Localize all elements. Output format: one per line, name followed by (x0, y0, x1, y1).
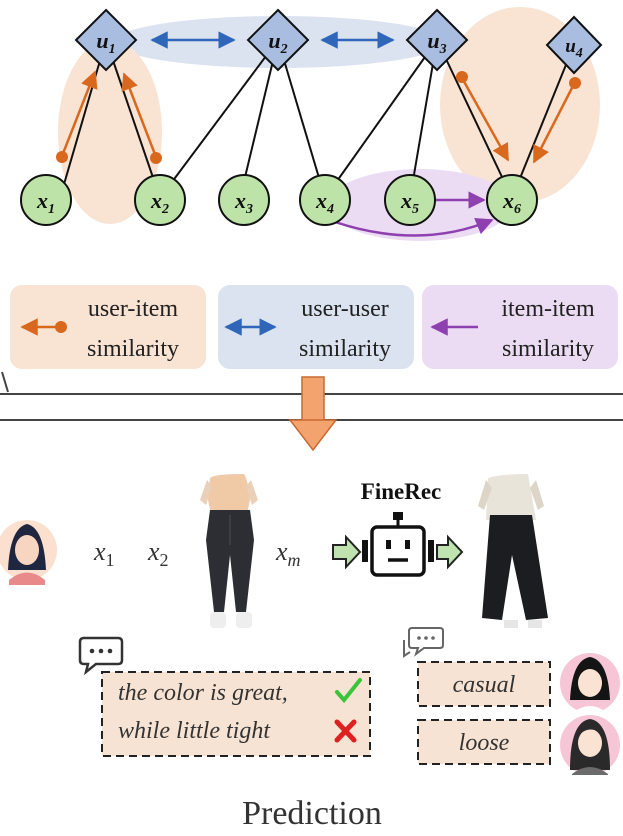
user-node-u3: u3 (405, 8, 469, 72)
legend-item-item: item-item similarity (422, 285, 618, 369)
chat-bubble-icon-left (78, 636, 124, 676)
wide-jeans-image (478, 474, 548, 628)
svg-text:x1: x1 (36, 188, 55, 217)
svg-text:u3: u3 (427, 28, 446, 57)
svg-text:user-user: user-user (301, 296, 388, 322)
svg-text:x3: x3 (234, 188, 253, 217)
svg-text:u2: u2 (268, 28, 287, 57)
tag-casual: casual (417, 661, 551, 707)
svg-text:x4: x4 (315, 188, 334, 217)
svg-text:similarity: similarity (87, 336, 179, 362)
user-avatar-loose (560, 715, 620, 775)
svg-text:user-item: user-item (88, 296, 178, 322)
svg-text:loose: loose (459, 730, 510, 756)
svg-text:x6: x6 (502, 188, 521, 217)
svg-text:casual: casual (453, 672, 516, 698)
cross-icon (334, 719, 357, 743)
item-item-arrows (334, 191, 494, 237)
user-node-u4: u4 (545, 15, 603, 75)
user-avatar-casual (560, 653, 620, 713)
seq-item-x2: x2 (147, 537, 169, 570)
svg-text:the color is great,: the color is great, (118, 680, 288, 706)
svg-text:similarity: similarity (502, 336, 594, 362)
prediction-label: Prediction (242, 795, 382, 832)
down-arrow-icon (288, 376, 338, 452)
svg-text:u1: u1 (96, 28, 115, 57)
tag-loose: loose (417, 719, 551, 765)
item-node-x2: x2 (134, 174, 186, 226)
skinny-jeans-image (200, 474, 258, 628)
user-node-u1: u1 (74, 8, 138, 72)
svg-text:x2: x2 (150, 188, 169, 217)
arrow-right-icon-out (436, 534, 464, 570)
arrow-right-icon-in (332, 534, 362, 570)
user-item-arrows (56, 70, 581, 164)
item-node-x4: x4 (299, 174, 351, 226)
svg-text:item-item: item-item (501, 296, 595, 322)
review-box: the color is great, while little tight (101, 671, 371, 757)
svg-text:similarity: similarity (299, 336, 391, 362)
check-icon (335, 678, 362, 704)
seq-item-xm: xm (275, 537, 301, 570)
item-node-x1: x1 (20, 174, 72, 226)
legend-user-item: user-item similarity (10, 285, 206, 369)
legend-user-user: user-user similarity (218, 285, 414, 369)
item-node-x3: x3 (218, 174, 270, 226)
item-node-x6: x6 (486, 174, 538, 226)
svg-text:u4: u4 (565, 36, 583, 61)
svg-text:x5: x5 (400, 188, 419, 217)
robot-icon (362, 512, 434, 577)
seq-item-x1: x1 (93, 537, 115, 570)
user-node-u2: u2 (246, 8, 310, 72)
item-node-x5: x5 (384, 174, 436, 226)
chat-bubbles-icon-right (403, 627, 444, 658)
svg-text:while little tight: while little tight (118, 718, 271, 744)
model-name: FineRec (361, 479, 441, 504)
user-avatar (0, 520, 57, 585)
